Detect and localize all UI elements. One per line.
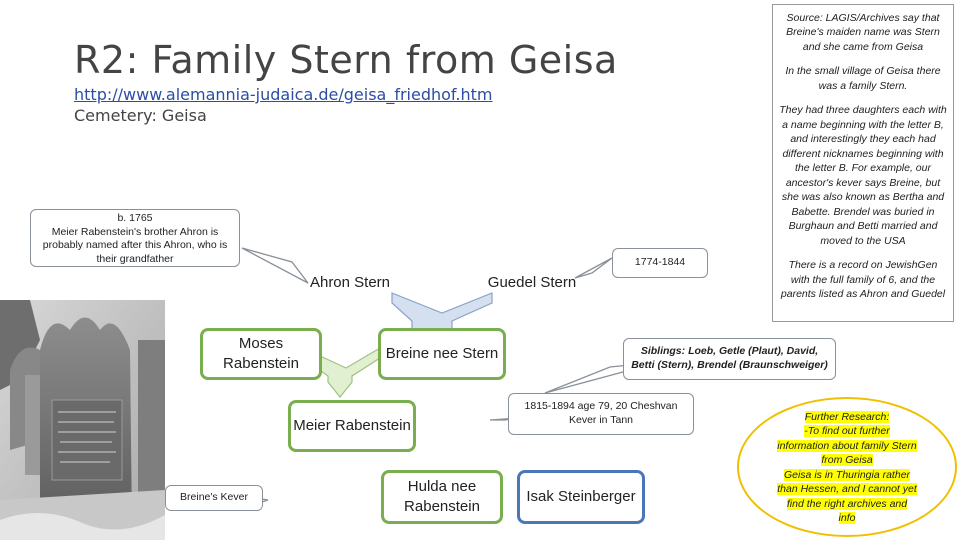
node-breine-stern: Breine nee Stern: [378, 328, 506, 380]
source-note-1: Source: LAGIS/Archives say that Breine's…: [786, 12, 940, 53]
node-isak-steinberger: Isak Steinberger: [517, 470, 645, 524]
further-research-text: Further Research: -To find out further i…: [777, 411, 917, 525]
source-note-2: In the small village of Geisa there was …: [785, 65, 941, 92]
source-notes-box: Source: LAGIS/Archives say that Breine's…: [772, 4, 954, 322]
source-note-3: They had three daughters each with a nam…: [779, 104, 947, 247]
gravestone-photo: [0, 300, 165, 540]
ahron-callout-pointer: [241, 247, 309, 284]
ahron-note-callout: b. 1765 Meier Rabenstein's brother Ahron…: [30, 209, 240, 267]
cemetery-label: Cemetery: Geisa: [74, 106, 207, 125]
source-note-4: There is a record on JewishGen with the …: [780, 259, 946, 301]
guedel-callout-pointer: [574, 257, 613, 279]
page-title: R2: Family Stern from Geisa: [74, 38, 618, 82]
source-link[interactable]: http://www.alemannia-judaica.de/geisa_fr…: [74, 85, 493, 104]
siblings-callout: Siblings: Loeb, Getle (Plaut), David, Be…: [623, 338, 836, 380]
node-ahron-stern: Ahron Stern: [309, 273, 391, 291]
kever-label-callout: Breine's Kever: [165, 485, 263, 511]
node-moses-rabenstein: Moses Rabenstein: [200, 328, 322, 380]
node-hulda-rabenstein: Hulda nee Rabenstein: [381, 470, 503, 524]
guedel-dates-callout: 1774-1844: [612, 248, 708, 278]
node-meier-rabenstein: Meier Rabenstein: [288, 400, 416, 452]
node-guedel-stern: Guedel Stern: [487, 273, 577, 291]
breine-dates-callout: 1815-1894 age 79, 20 Cheshvan Kever in T…: [508, 393, 694, 435]
